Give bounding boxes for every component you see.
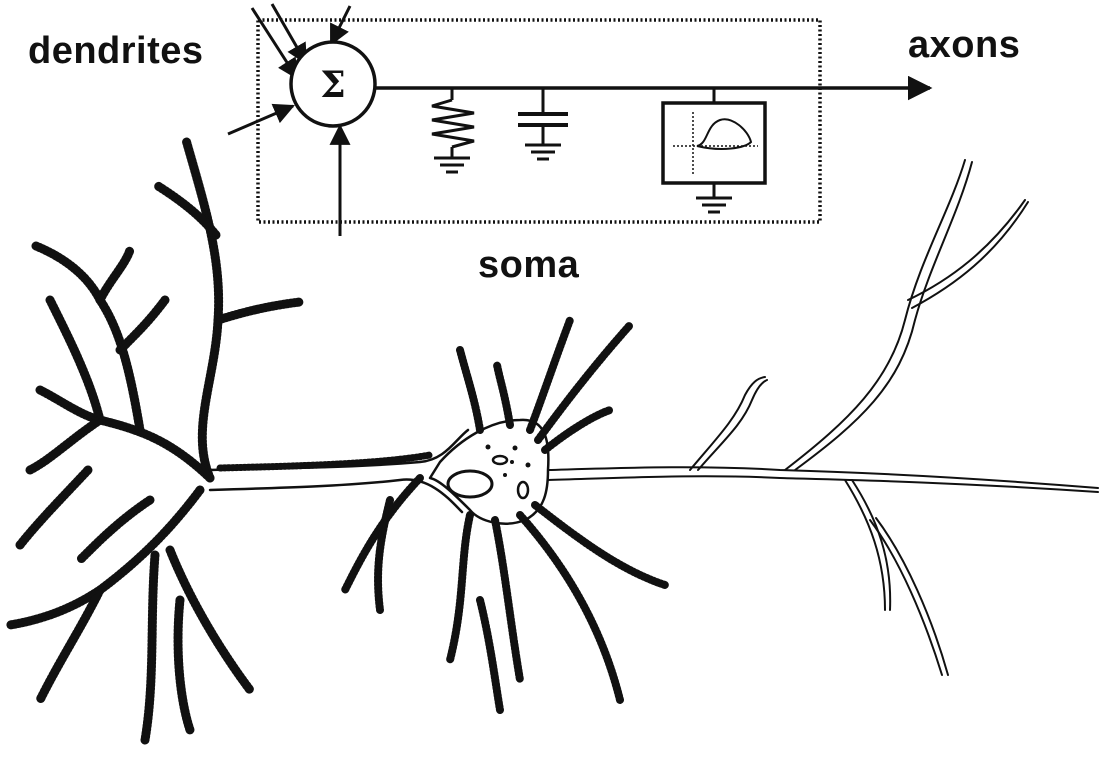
dendritic-tree-left	[10, 140, 300, 740]
neuron-illustration	[10, 140, 1098, 740]
soma-label: soma	[478, 244, 579, 287]
soma-body	[430, 420, 548, 524]
soma-circuit-model: Σ	[228, 4, 930, 236]
oscilloscope-icon	[663, 88, 765, 212]
resistor-icon	[432, 88, 474, 172]
dendrites-label: dendrites	[28, 30, 204, 73]
input-arrow-4	[228, 106, 293, 134]
axon-tree	[548, 160, 1098, 675]
input-arrow-3	[331, 6, 350, 44]
apical-trunk	[210, 430, 468, 512]
capacitor-icon	[518, 88, 568, 159]
axons-label: axons	[908, 24, 1020, 67]
input-arrow-2	[272, 4, 306, 63]
sigma-symbol: Σ	[320, 64, 345, 106]
